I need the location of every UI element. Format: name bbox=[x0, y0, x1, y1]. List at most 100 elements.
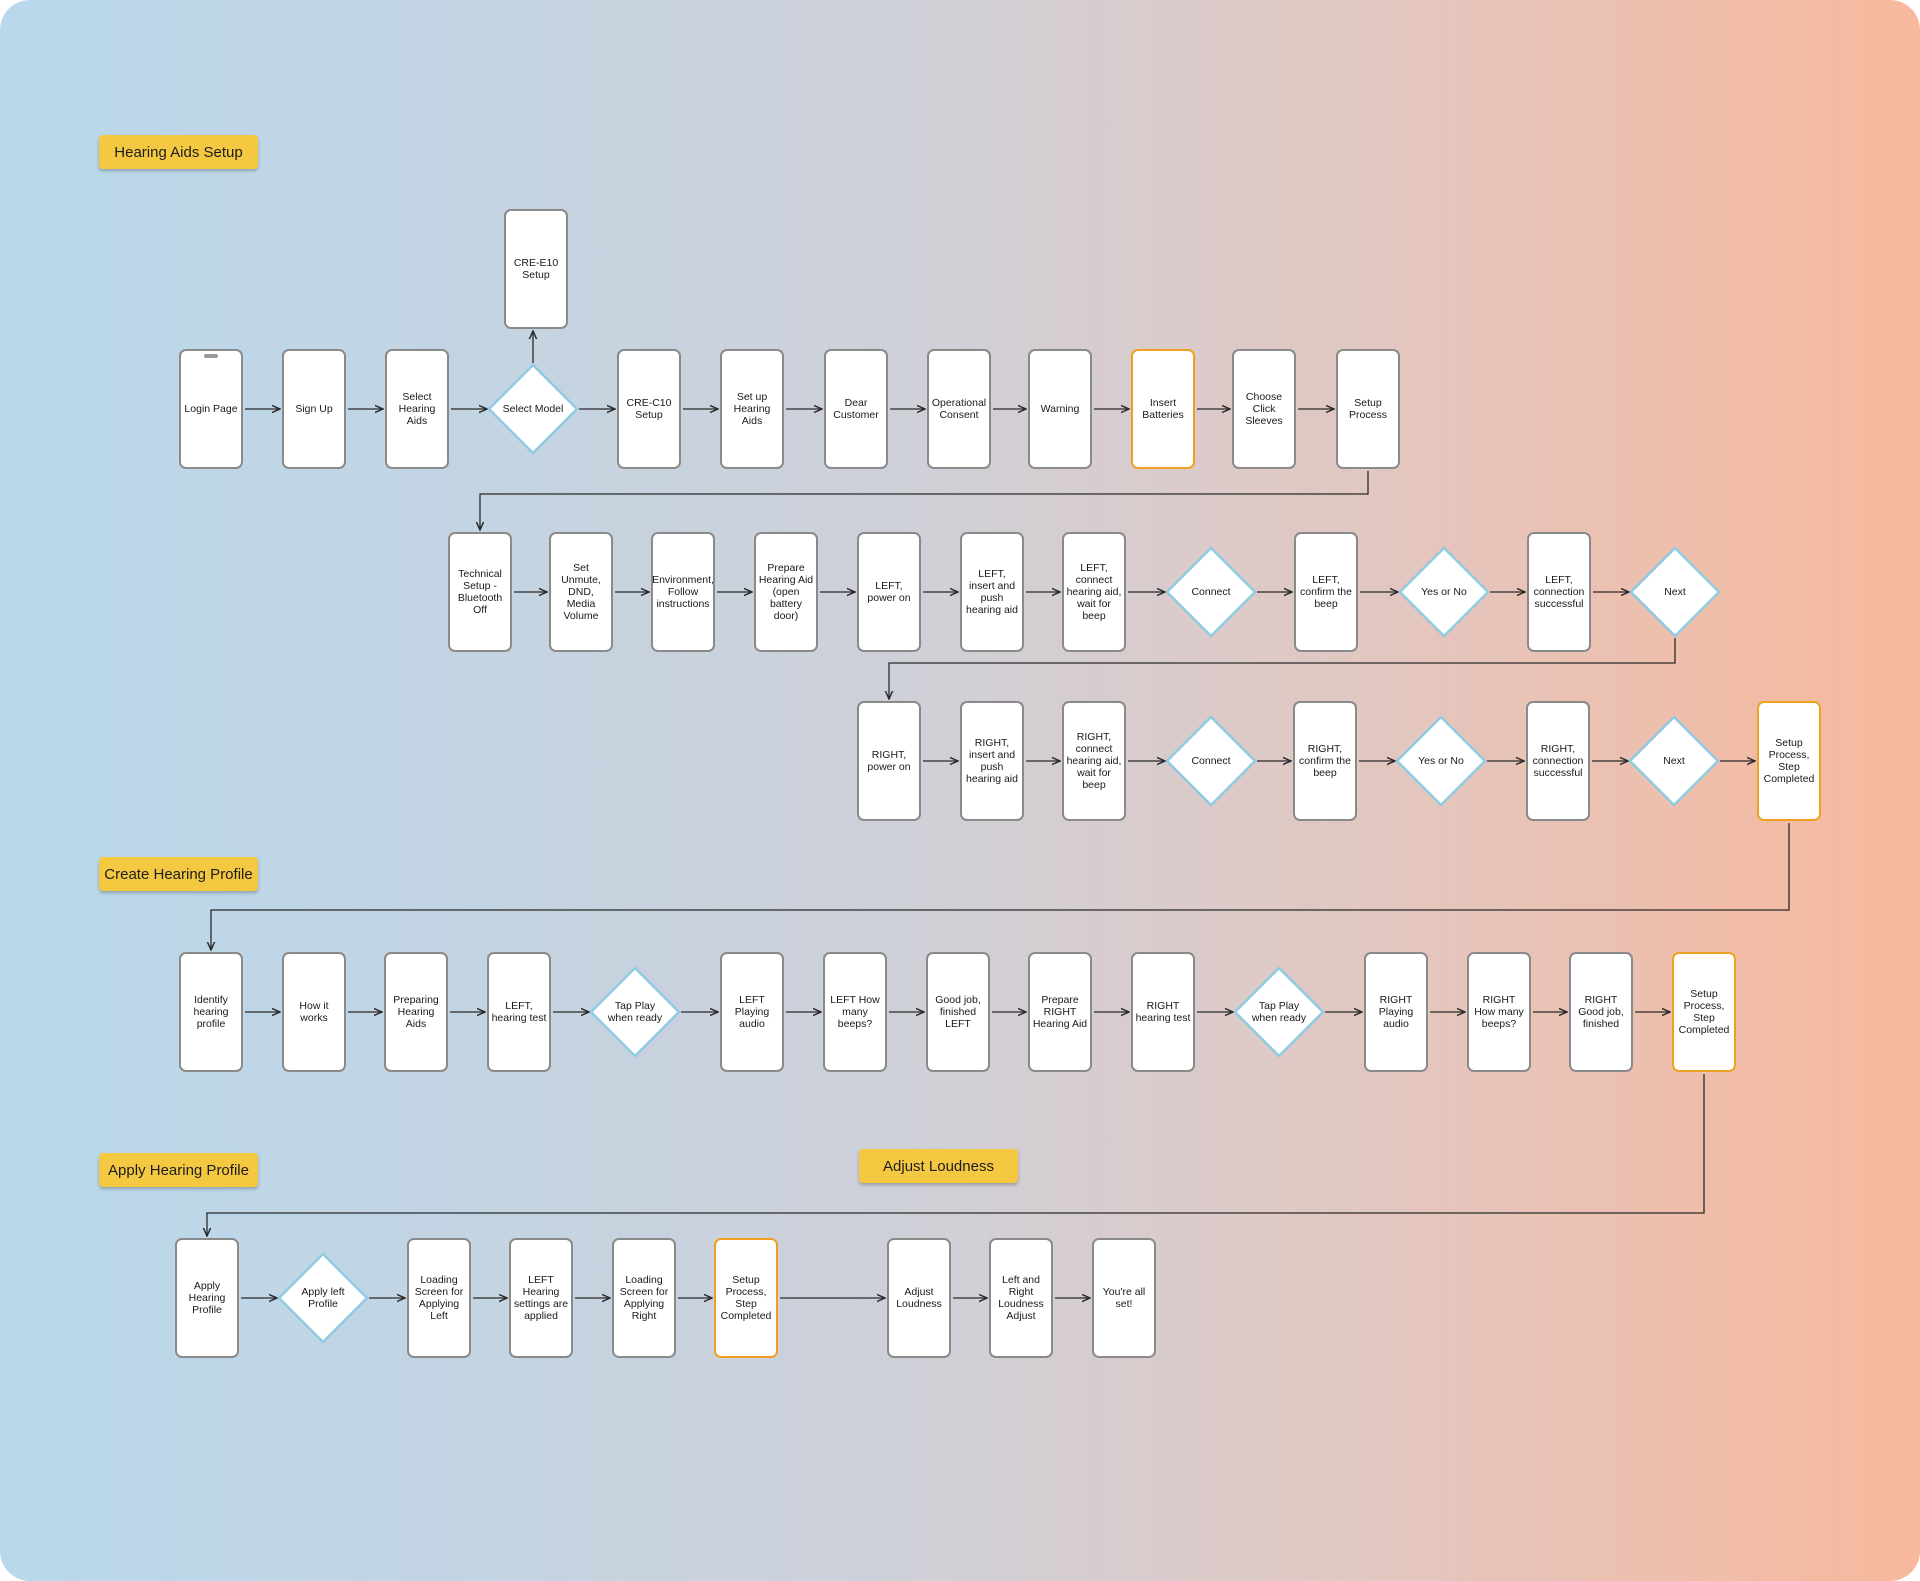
screen-left-playing-audio[interactable]: LEFT Playing audio bbox=[720, 952, 784, 1072]
node-label: RIGHT, confirm the beep bbox=[1299, 743, 1351, 779]
decision-label: Select Model bbox=[502, 403, 564, 415]
screen-setup-step-completed-3[interactable]: Setup Process, Step Completed bbox=[714, 1238, 778, 1358]
screen-left-settings-applied[interactable]: LEFT Hearing settings are applied bbox=[509, 1238, 573, 1358]
screen-left-right-loudness-adjust[interactable]: Left and Right Loudness Adjust bbox=[989, 1238, 1053, 1358]
screen-dear-customer[interactable]: Dear Customer bbox=[824, 349, 888, 469]
screen-left-connection-successful[interactable]: LEFT, connection successful bbox=[1527, 532, 1591, 652]
screen-right-power-on[interactable]: RIGHT, power on bbox=[857, 701, 921, 821]
screen-environment[interactable]: Environment, Follow instructions bbox=[651, 532, 715, 652]
screen-left-how-many-beeps[interactable]: LEFT How many beeps? bbox=[823, 952, 887, 1072]
screen-loading-right[interactable]: Loading Screen for Applying Right bbox=[612, 1238, 676, 1358]
node-label: Identify hearing profile bbox=[193, 994, 229, 1030]
screen-technical-setup[interactable]: Technical Setup - Bluetooth Off bbox=[448, 532, 512, 652]
node-label: Prepare Hearing Aid (open battery door) bbox=[758, 562, 814, 622]
node-label: Setup Process bbox=[1349, 397, 1387, 421]
screen-left-connect-wait[interactable]: LEFT, connect hearing aid, wait for beep bbox=[1062, 532, 1126, 652]
screen-right-confirm-beep[interactable]: RIGHT, confirm the beep bbox=[1293, 701, 1357, 821]
node-label: LEFT, insert and push hearing aid bbox=[966, 568, 1018, 616]
screen-right-connect-wait[interactable]: RIGHT, connect hearing aid, wait for bee… bbox=[1062, 701, 1126, 821]
screen-right-how-many-beeps[interactable]: RIGHT How many beeps? bbox=[1467, 952, 1531, 1072]
screen-set-unmute[interactable]: Set Unmute, DND, Media Volume bbox=[549, 532, 613, 652]
decision-label: Yes or No bbox=[1418, 755, 1464, 767]
node-label: Setup Process, Step Completed bbox=[720, 1274, 772, 1322]
screen-loading-left[interactable]: Loading Screen for Applying Left bbox=[407, 1238, 471, 1358]
screen-how-it-works[interactable]: How it works bbox=[282, 952, 346, 1072]
decision-label: Tap Play when ready bbox=[607, 1000, 663, 1024]
screen-prepare-hearing-aid[interactable]: Prepare Hearing Aid (open battery door) bbox=[754, 532, 818, 652]
screen-warning[interactable]: Warning bbox=[1028, 349, 1092, 469]
node-label: LEFT How many beeps? bbox=[830, 994, 880, 1030]
screen-left-confirm-beep[interactable]: LEFT, confirm the beep bbox=[1294, 532, 1358, 652]
screen-operational-consent[interactable]: Operational Consent bbox=[927, 349, 991, 469]
decision-tap-play-right[interactable]: Tap Play when ready bbox=[1233, 966, 1325, 1058]
decision-yes-or-no-left[interactable]: Yes or No bbox=[1398, 546, 1490, 638]
screen-right-connection-successful[interactable]: RIGHT, connection successful bbox=[1526, 701, 1590, 821]
node-label: Left and Right Loudness Adjust bbox=[998, 1274, 1044, 1322]
node-label: Preparing Hearing Aids bbox=[393, 994, 439, 1030]
screen-left-insert-push[interactable]: LEFT, insert and push hearing aid bbox=[960, 532, 1024, 652]
decision-apply-left-profile[interactable]: Apply left Profile bbox=[277, 1252, 369, 1344]
connector-return-row2 bbox=[889, 638, 1676, 699]
screen-adjust-loudness[interactable]: Adjust Loudness bbox=[887, 1238, 951, 1358]
node-label: Login Page bbox=[184, 403, 238, 415]
screen-cre-e10-setup[interactable]: CRE-E10 Setup bbox=[504, 209, 568, 329]
decision-next-left[interactable]: Next bbox=[1629, 546, 1721, 638]
screen-prepare-right-hearing-aid[interactable]: Prepare RIGHT Hearing Aid bbox=[1028, 952, 1092, 1072]
decision-label: Connect bbox=[1191, 586, 1231, 598]
diamond-shape bbox=[1165, 546, 1257, 638]
diamond-shape bbox=[487, 363, 579, 455]
section-label-hearing-aids-setup: Hearing Aids Setup bbox=[99, 135, 258, 169]
phone-notch-icon bbox=[204, 354, 218, 358]
decision-connect-right[interactable]: Connect bbox=[1165, 715, 1257, 807]
node-label: RIGHT How many beeps? bbox=[1474, 994, 1524, 1030]
screen-set-up-hearing-aids[interactable]: Set up Hearing Aids bbox=[720, 349, 784, 469]
node-label: LEFT, hearing test bbox=[491, 1000, 547, 1024]
screen-cre-c10-setup[interactable]: CRE-C10 Setup bbox=[617, 349, 681, 469]
node-label: Warning bbox=[1040, 403, 1080, 415]
screen-left-hearing-test[interactable]: LEFT, hearing test bbox=[487, 952, 551, 1072]
screen-right-good-job-finished[interactable]: RIGHT Good job, finished bbox=[1569, 952, 1633, 1072]
screen-right-playing-audio[interactable]: RIGHT Playing audio bbox=[1364, 952, 1428, 1072]
screen-setup-process[interactable]: Setup Process bbox=[1336, 349, 1400, 469]
connector-return-row3 bbox=[211, 823, 1790, 950]
screen-setup-step-completed-2[interactable]: Setup Process, Step Completed bbox=[1672, 952, 1736, 1072]
screen-identify-hearing-profile[interactable]: Identify hearing profile bbox=[179, 952, 243, 1072]
decision-label: Tap Play when ready bbox=[1251, 1000, 1307, 1024]
node-label: Sign Up bbox=[295, 403, 333, 415]
screen-sign-up[interactable]: Sign Up bbox=[282, 349, 346, 469]
screen-right-hearing-test[interactable]: RIGHT hearing test bbox=[1131, 952, 1195, 1072]
screen-good-job-finished-left[interactable]: Good job, finished LEFT bbox=[926, 952, 990, 1072]
screen-apply-hearing-profile[interactable]: Apply Hearing Profile bbox=[175, 1238, 239, 1358]
screen-setup-step-completed-1[interactable]: Setup Process, Step Completed bbox=[1757, 701, 1821, 821]
screen-choose-click-sleeves[interactable]: Choose Click Sleeves bbox=[1232, 349, 1296, 469]
node-label: LEFT, confirm the beep bbox=[1300, 574, 1352, 610]
node-label: RIGHT, insert and push hearing aid bbox=[966, 737, 1018, 785]
screen-left-power-on[interactable]: LEFT, power on bbox=[857, 532, 921, 652]
screen-select-hearing-aids[interactable]: Select Hearing Aids bbox=[385, 349, 449, 469]
decision-tap-play-left[interactable]: Tap Play when ready bbox=[589, 966, 681, 1058]
screen-preparing-hearing-aids[interactable]: Preparing Hearing Aids bbox=[384, 952, 448, 1072]
decision-select-model[interactable]: Select Model bbox=[487, 363, 579, 455]
node-label: LEFT Hearing settings are applied bbox=[513, 1274, 569, 1322]
screen-login-page[interactable]: Login Page bbox=[179, 349, 243, 469]
decision-yes-or-no-right[interactable]: Yes or No bbox=[1395, 715, 1487, 807]
node-label: Choose Click Sleeves bbox=[1245, 391, 1283, 427]
decision-next-right[interactable]: Next bbox=[1628, 715, 1720, 807]
decision-connect-left[interactable]: Connect bbox=[1165, 546, 1257, 638]
node-label: You're all set! bbox=[1102, 1286, 1146, 1310]
diamond-shape bbox=[1628, 715, 1720, 807]
screen-youre-all-set[interactable]: You're all set! bbox=[1092, 1238, 1156, 1358]
screen-right-insert-push[interactable]: RIGHT, insert and push hearing aid bbox=[960, 701, 1024, 821]
decision-label: Next bbox=[1663, 755, 1685, 767]
screen-insert-batteries[interactable]: Insert Batteries bbox=[1131, 349, 1195, 469]
node-label: Good job, finished LEFT bbox=[935, 994, 981, 1030]
node-label: Loading Screen for Applying Right bbox=[619, 1274, 669, 1322]
diamond-shape bbox=[1395, 715, 1487, 807]
node-label: RIGHT Playing audio bbox=[1378, 994, 1414, 1030]
node-label: Adjust Loudness bbox=[896, 1286, 942, 1310]
decision-label: Yes or No bbox=[1421, 586, 1467, 598]
node-label: Operational Consent bbox=[931, 397, 987, 421]
node-label: How it works bbox=[299, 1000, 329, 1024]
